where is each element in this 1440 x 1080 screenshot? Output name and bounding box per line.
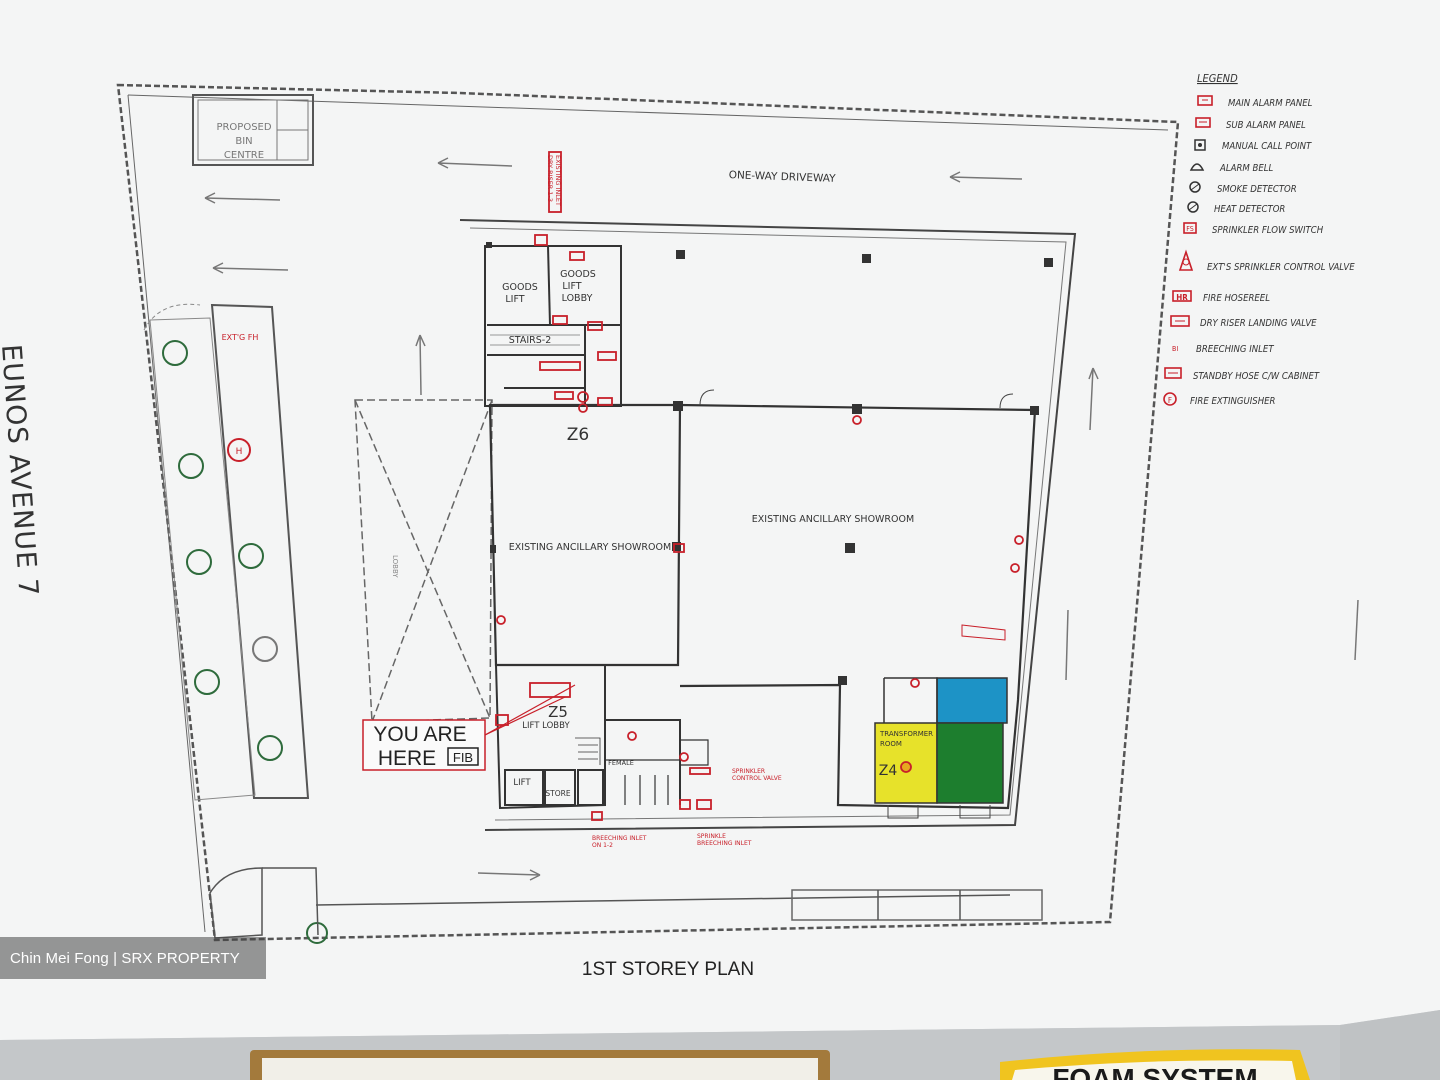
lift-lobby-label: LIFT LOBBY (522, 721, 570, 731)
smoke-detector-icon (1189, 181, 1201, 193)
whiteboard (0, 0, 1440, 1040)
you-are-here-marker: YOU ARE HERE FIB (362, 719, 486, 771)
ramp (209, 867, 1043, 939)
fire-extinguisher-icon: F (1163, 392, 1177, 406)
landscape-strip (143, 303, 310, 801)
svg-text:YOU ARE: YOU ARE (373, 723, 466, 746)
tree-symbols (162, 340, 328, 944)
plan-title: 1ST STOREY PLAN (582, 959, 754, 980)
zone-4-label: Z4 (879, 763, 898, 779)
zone-blue (936, 677, 1008, 724)
svg-text:HEAT DETECTOR: HEAT DETECTOR (1214, 204, 1285, 215)
svg-text:MANUAL CALL POINT: MANUAL CALL POINT (1222, 141, 1312, 152)
left-showroom-label: EXISTING ANCILLARY SHOWROOM (509, 542, 671, 553)
svg-text:FIRE HOSEREEL: FIRE HOSEREEL (1203, 293, 1270, 304)
svg-text:BI: BI (1172, 345, 1178, 353)
svg-text:HERE: HERE (378, 747, 436, 770)
columns (486, 242, 1053, 685)
left-showroom (488, 403, 682, 667)
canopy-area (354, 399, 493, 723)
service-block (494, 664, 709, 810)
fire-hosereel-icon: HR (1172, 290, 1192, 302)
stairs-label: STAIRS-2 (509, 335, 552, 346)
building-outline (459, 219, 1077, 831)
zone-5-label: Z5 (548, 703, 568, 721)
sub-alarm-panel-icon (1195, 117, 1211, 128)
store-label: STORE (545, 789, 570, 798)
svg-text:STANDBY HOSE C/W CABINET: STANDBY HOSE C/W CABINET (1193, 371, 1320, 382)
fire-equipment-marks (484, 151, 1024, 821)
foam-system-label: FOAM SYSTEM (1052, 1063, 1257, 1080)
driveway-label: ONE-WAY DRIVEWAY (728, 169, 836, 185)
photo-watermark: Chin Mei Fong | SRX PROPERTY (0, 937, 266, 979)
breeching-inlet-icon: BI (1172, 345, 1178, 353)
legend-title: LEGEND (1197, 72, 1238, 85)
alarm-bell-icon (1189, 163, 1205, 171)
site-boundary (116, 83, 1180, 942)
lift-label: LIFT (513, 778, 531, 788)
svg-text:LOBBY: LOBBY (391, 555, 399, 578)
svg-text:SMOKE DETECTOR: SMOKE DETECTOR (1217, 184, 1297, 195)
svg-text:SPRINKLER FLOW SWITCH: SPRINKLER FLOW SWITCH (1212, 225, 1324, 236)
sprinkler-flow-switch-icon: FS (1183, 222, 1197, 234)
svg-text:DRY RISER LANDING VALVE: DRY RISER LANDING VALVE (1200, 318, 1317, 329)
svg-text:HR: HR (1176, 293, 1188, 302)
svg-text:MAIN ALARM PANEL: MAIN ALARM PANEL (1228, 98, 1313, 109)
svg-text:F: F (1168, 396, 1172, 405)
svg-text:SUB ALARM PANEL: SUB ALARM PANEL (1226, 120, 1306, 131)
svg-text:ALARM BELL: ALARM BELL (1219, 163, 1273, 174)
main-alarm-panel-icon (1197, 95, 1213, 106)
svg-text:FIRE EXTINGUISHER: FIRE EXTINGUISHER (1190, 396, 1276, 407)
fire-hydrant-icon: H (227, 438, 251, 462)
sprinkler-control-valve-icon (1178, 249, 1194, 271)
zone-green (936, 722, 1004, 804)
foam-system-sign: FOAM SYSTEM (1000, 1049, 1310, 1080)
svg-text:BREECHING INLET: BREECHING INLET (1196, 344, 1274, 355)
standby-hose-icon (1164, 367, 1182, 379)
legend: LEGEND MAIN ALARM PANEL SUB ALARM PANEL … (1163, 72, 1355, 407)
svg-text:EXT'S SPRINKLER CONTROL VALVE: EXT'S SPRINKLER CONTROL VALVE (1207, 262, 1355, 273)
svg-text:FS: FS (1186, 225, 1194, 233)
existing-fh-label: EXT'G FH (222, 333, 259, 342)
fib-tag: FIB (453, 750, 473, 765)
right-showroom-label: EXISTING ANCILLARY SHOWROOM (752, 514, 914, 525)
svg-text:H: H (236, 447, 243, 457)
riser-inlet-label: EXISTING INLETDRY RISER 1-3 (546, 155, 562, 206)
heat-detector-icon (1187, 201, 1199, 213)
zone-6-label: Z6 (567, 425, 589, 445)
female-label: FEMALE (608, 759, 634, 767)
manual-call-point-icon (1194, 139, 1206, 151)
driveway-arrows (204, 157, 1359, 881)
dry-riser-valve-icon (1170, 315, 1190, 327)
